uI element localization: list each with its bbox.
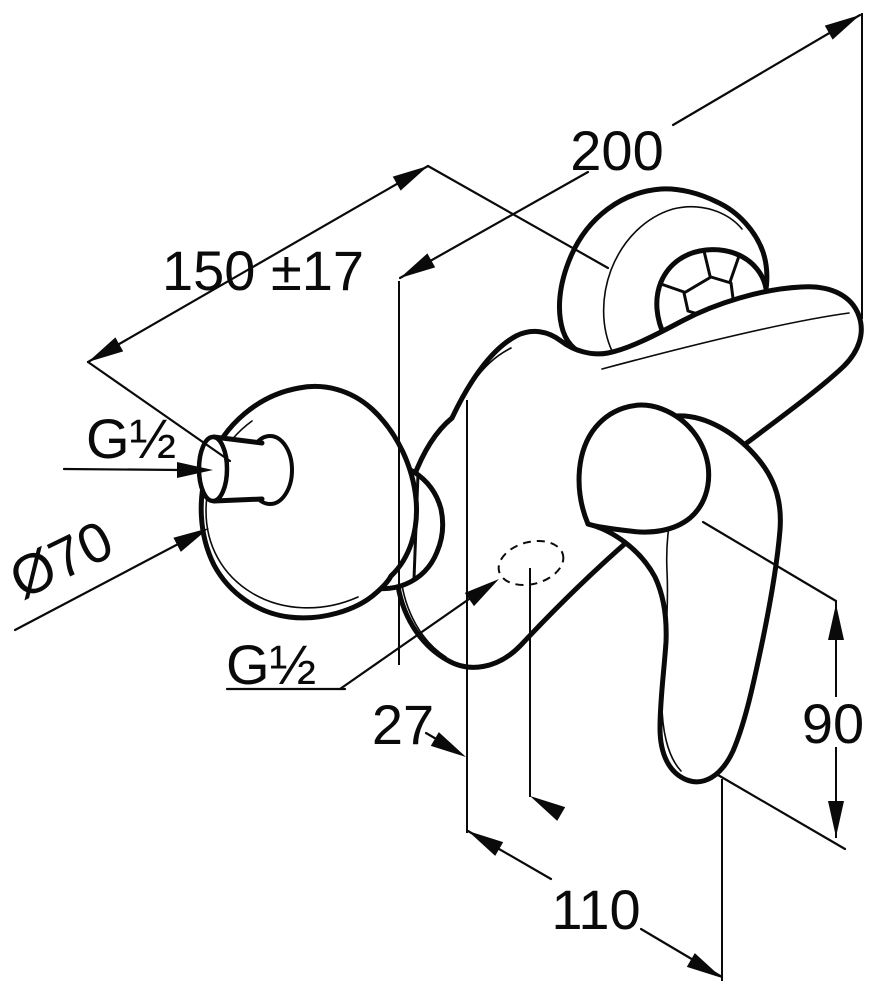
thread-label-bottom: G½ [226, 633, 316, 696]
dimension-27: 27 [372, 400, 566, 833]
dimension-110: 110 [466, 779, 724, 981]
arrowhead [400, 253, 436, 278]
arrowhead [828, 801, 844, 837]
dimension-90: 90 [701, 520, 864, 851]
arrowhead [392, 166, 428, 191]
cartridge-dome [576, 402, 712, 535]
arrowhead [468, 831, 504, 856]
arrowhead [177, 462, 213, 478]
dim-label-110: 110 [551, 878, 640, 941]
arrowhead [88, 337, 124, 362]
callout-g12-bottom: G½ [225, 579, 499, 696]
arrowhead [530, 796, 566, 821]
dimension-150: 150 ±17 [86, 164, 610, 463]
arrowhead [430, 732, 466, 757]
callout-g12-top: G½ [62, 407, 213, 478]
arrowhead [828, 604, 844, 640]
dim-label-90: 90 [802, 692, 864, 755]
callout-diameter-70: Ø70 [0, 508, 209, 632]
dimension-200: 200 [398, 13, 863, 665]
dim-label-200: 200 [570, 119, 663, 182]
arrowhead [824, 15, 860, 40]
arrowhead [464, 579, 499, 607]
dim-label-150: 150 ±17 [162, 239, 364, 302]
dim-label-27: 27 [372, 693, 434, 756]
thread-label-top: G½ [86, 407, 176, 470]
diameter-label: Ø70 [0, 508, 122, 611]
arrowhead [686, 953, 722, 978]
hidden-outlet-ellipse [497, 539, 565, 587]
arrowhead [173, 528, 209, 552]
